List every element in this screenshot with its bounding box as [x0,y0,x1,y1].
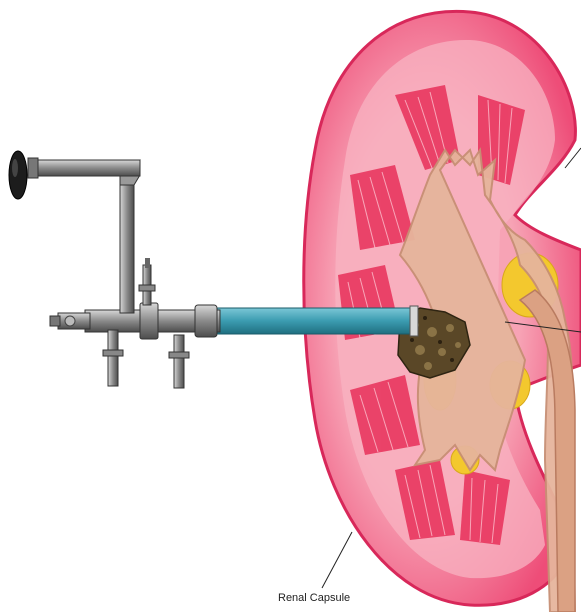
eyepiece-highlight [12,159,18,177]
rear-connector [50,313,90,329]
top-port [139,258,155,305]
arm-horizontal-band [28,158,38,178]
nephroscope-sheath [215,308,415,334]
renal-capsule-label: Renal Capsule [278,592,350,604]
sheath-tip [410,306,418,336]
leader-line-capsule [322,532,352,588]
eyepiece [9,151,27,199]
eyepiece-arm [28,158,140,313]
scope-body-collar-2 [140,303,158,339]
scope-body-collar [195,305,217,337]
arm-vertical [120,185,134,313]
arm-horizontal [30,160,140,176]
